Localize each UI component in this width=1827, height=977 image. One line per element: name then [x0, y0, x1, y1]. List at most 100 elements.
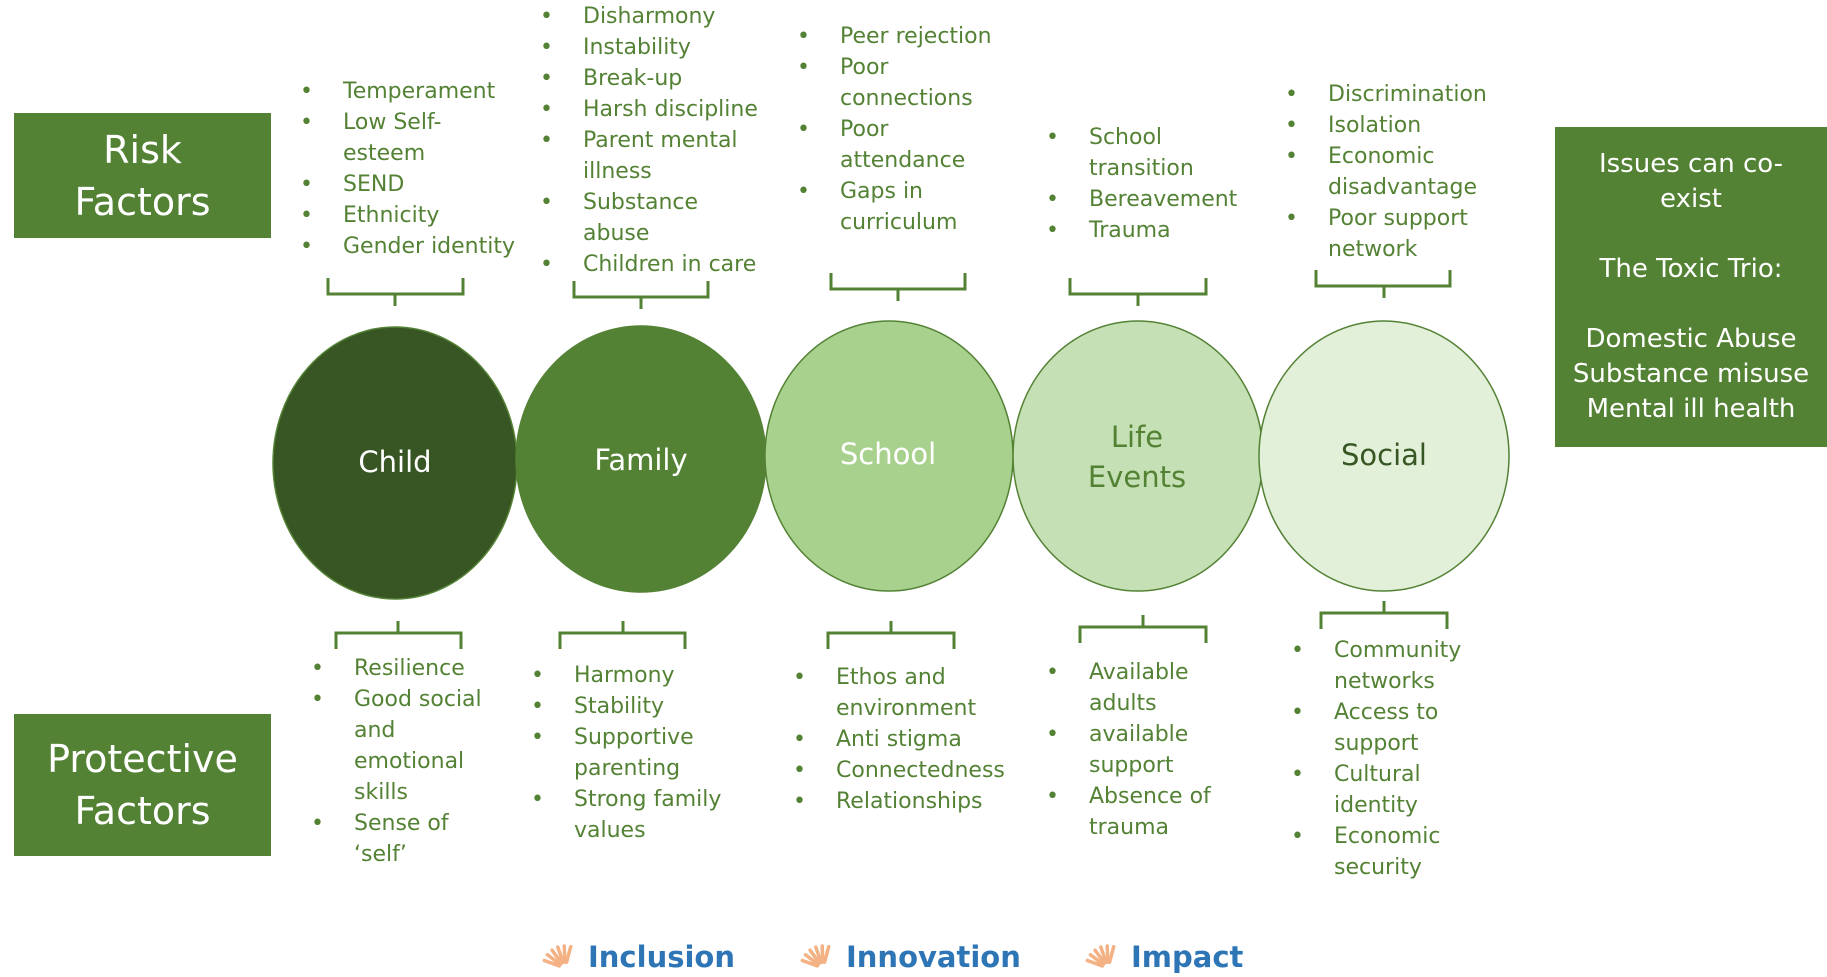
toxic-trio-heading: The Toxic Trio: — [1599, 254, 1783, 284]
list-item: Isolation — [1285, 110, 1487, 141]
list-item-line: Economic — [1334, 824, 1441, 849]
risk-factor-list: Peer rejectionPoorconnectionsPoor attenda… — [797, 21, 992, 238]
list-item-line: and — [354, 718, 396, 743]
protective-bracket — [1319, 601, 1449, 629]
issues-text-line: exist — [1660, 184, 1722, 214]
list-item-line: environment — [836, 696, 977, 721]
list-item: Supportive parenting — [531, 722, 721, 784]
list-item: Break-up — [540, 63, 758, 94]
circle-label: Child — [358, 442, 431, 482]
list-item-line: Resilience — [354, 656, 465, 681]
list-item: Harsh discipline — [540, 94, 758, 125]
footer-label: Innovation — [846, 940, 1021, 974]
list-item: Ethnicity — [300, 200, 515, 231]
protective-factor-list: ResilienceGood socialandemotionalskillsS… — [311, 653, 482, 870]
list-item-line: networks — [1334, 669, 1435, 694]
risk-bracket — [326, 278, 465, 306]
toxic-trio-item: Substance misuse — [1572, 359, 1810, 389]
footer-label: Inclusion — [588, 940, 735, 974]
list-item-line: Ethnicity — [343, 203, 440, 228]
list-item-line: parenting — [574, 756, 681, 781]
list-item: Disharmony — [540, 1, 758, 32]
sunburst-icon — [1085, 944, 1116, 968]
list-item: Substance abuse — [540, 187, 758, 249]
list-item-line: support — [1334, 731, 1419, 756]
list-item-line: School — [1089, 125, 1163, 150]
list-item-line: Economic — [1328, 144, 1435, 169]
risk-factor-list: TemperamentLow Self-esteemSENDEthnicityG… — [300, 76, 515, 262]
list-item-line: Supportive — [574, 725, 694, 750]
circle-label: Family — [594, 440, 687, 480]
list-item-line: skills — [354, 780, 409, 805]
list-item: Poor attendance — [797, 114, 992, 176]
issues-text-line: Issues can co- — [1598, 149, 1784, 179]
list-item-line: Substance — [583, 190, 699, 215]
protective-bracket — [1078, 615, 1208, 643]
list-item-line: Strong family — [574, 787, 722, 812]
list-item-line: Poor support — [1328, 206, 1468, 231]
footer-innovation: Innovation — [781, 940, 1021, 974]
list-item: Children in care — [540, 249, 758, 280]
list-item-line: Stability — [574, 694, 665, 719]
list-item-line: Available — [1089, 660, 1189, 685]
risk-factor-list: DiscriminationIsolationEconomicdisadvant… — [1285, 79, 1487, 265]
list-item: Bereavement — [1046, 184, 1237, 215]
protective-factor-list: Ethos andenvironmentAnti stigmaConnected… — [793, 662, 1005, 817]
list-item-line: Bereavement — [1089, 187, 1238, 212]
list-item-line: Cultural — [1334, 762, 1421, 787]
list-item-line: Connectedness — [836, 758, 1005, 783]
footer-label: Impact — [1131, 940, 1244, 974]
list-item: Gender identity — [300, 231, 515, 262]
risk-factor-list: School transitionBereavementTrauma — [1046, 122, 1237, 246]
list-item: Absence of trauma — [1046, 781, 1211, 843]
list-item-line: Poor — [840, 117, 889, 142]
sunburst-icon — [800, 944, 831, 968]
list-item-line: Sense of — [354, 811, 449, 836]
list-item-line: Parent mental — [583, 128, 738, 153]
list-item-line: abuse — [583, 221, 650, 246]
list-item-line: Peer rejection — [840, 24, 992, 49]
protective-factor-list: AvailableadultsavailablesupportAbsence o… — [1046, 657, 1211, 843]
circle-label: School — [840, 434, 936, 474]
list-item: SEND — [300, 169, 515, 200]
list-item-line: attendance — [840, 148, 966, 173]
toxic-trio-item: Mental ill health — [1586, 394, 1796, 424]
list-item-line: transition — [1089, 156, 1194, 181]
list-item-line: Access to — [1334, 700, 1439, 725]
circle-label-line: Social — [1341, 438, 1427, 472]
list-item-line: esteem — [343, 141, 426, 166]
list-item: Trauma — [1046, 215, 1237, 246]
list-item: Harmony — [531, 660, 721, 691]
list-item-line: Isolation — [1328, 113, 1422, 138]
list-item-line: trauma — [1089, 815, 1170, 840]
protective-label-line: Protective — [47, 737, 238, 781]
list-item-line: values — [574, 818, 646, 843]
list-item-line: Trauma — [1089, 218, 1171, 243]
list-item-line: Discrimination — [1328, 82, 1487, 107]
protective-bracket — [334, 621, 463, 649]
risk-bracket — [1314, 270, 1452, 298]
list-item: Instability — [540, 32, 758, 63]
list-item-line: Good social — [354, 687, 482, 712]
list-item-line: security — [1334, 855, 1422, 880]
risk-label-line: Factors — [74, 179, 211, 224]
footer-impact: Impact — [1066, 940, 1243, 974]
list-item-line: ‘self’ — [354, 842, 407, 867]
list-item-line: illness — [583, 159, 652, 184]
list-item: Resilience — [311, 653, 482, 684]
issues-info-box: Issues can co- exist The Toxic Trio: Dom… — [1555, 127, 1827, 447]
footer-inclusion: Inclusion — [523, 940, 735, 974]
list-item-line: Low Self- — [343, 110, 442, 135]
list-item-line: Absence of — [1089, 784, 1211, 809]
list-item-line: Ethos and — [836, 665, 946, 690]
